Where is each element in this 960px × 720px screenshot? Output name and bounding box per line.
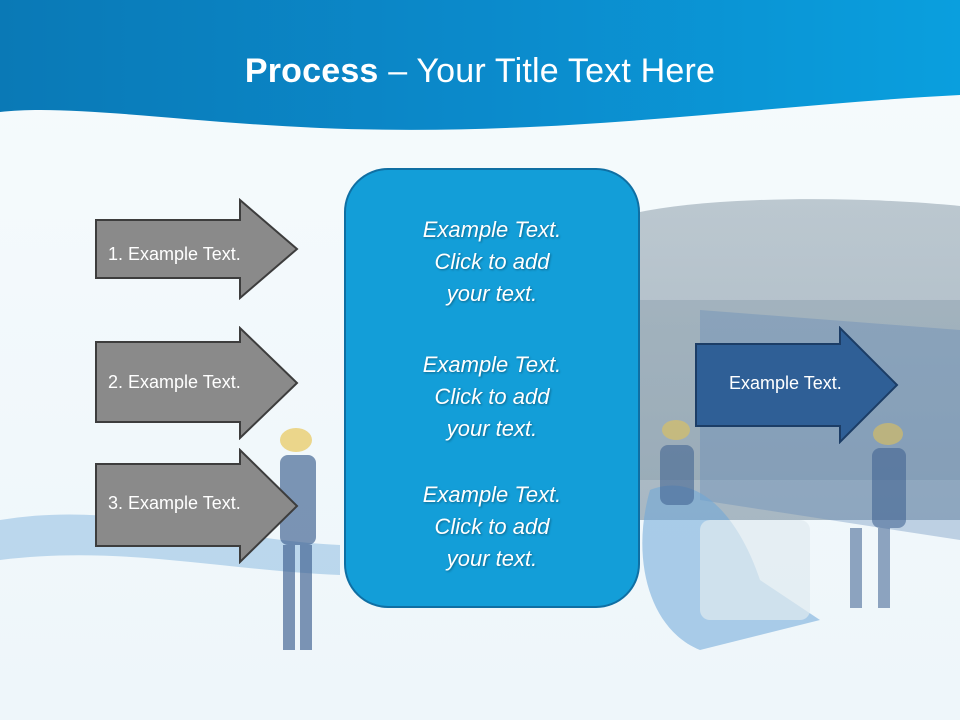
title-dash: – [378, 52, 417, 90]
slide-title[interactable]: Process – Your Title Text Here [0, 52, 960, 91]
center-paragraph-1: Example Text. Click to add your text. [346, 214, 638, 310]
left-arrow-1-label: 1. Example Text. [108, 244, 241, 264]
paragraph-2-line-3: your text. [446, 416, 538, 441]
left-arrow-3[interactable] [94, 448, 300, 564]
center-paragraph-2: Example Text. Click to add your text. [346, 349, 638, 445]
center-text-box[interactable]: Example Text. Click to add your text. Ex… [344, 168, 640, 608]
paragraph-2-line-2: Click to add [434, 384, 550, 409]
paragraph-2-line-1: Example Text. [422, 352, 562, 377]
paragraph-3-line-1: Example Text. [422, 482, 562, 507]
left-arrow-2-label: 2. Example Text. [108, 372, 241, 392]
paragraph-3-line-3: your text. [446, 546, 538, 571]
paragraph-1-line-2: Click to add [434, 249, 550, 274]
left-arrow-2[interactable] [94, 326, 300, 440]
paragraph-3-line-2: Click to add [434, 514, 550, 539]
center-paragraph-3: Example Text. Click to add your text. [346, 479, 638, 575]
title-bold: Process [244, 52, 379, 90]
paragraph-1-line-1: Example Text. [422, 217, 562, 242]
right-arrow-label: Example Text. [729, 373, 842, 393]
left-arrow-1[interactable] [94, 198, 300, 300]
paragraph-1-line-3: your text. [446, 281, 538, 306]
left-arrow-3-label: 3. Example Text. [108, 493, 241, 513]
title-rest: Your Title Text Here [416, 52, 716, 90]
right-arrow[interactable] [694, 326, 900, 444]
